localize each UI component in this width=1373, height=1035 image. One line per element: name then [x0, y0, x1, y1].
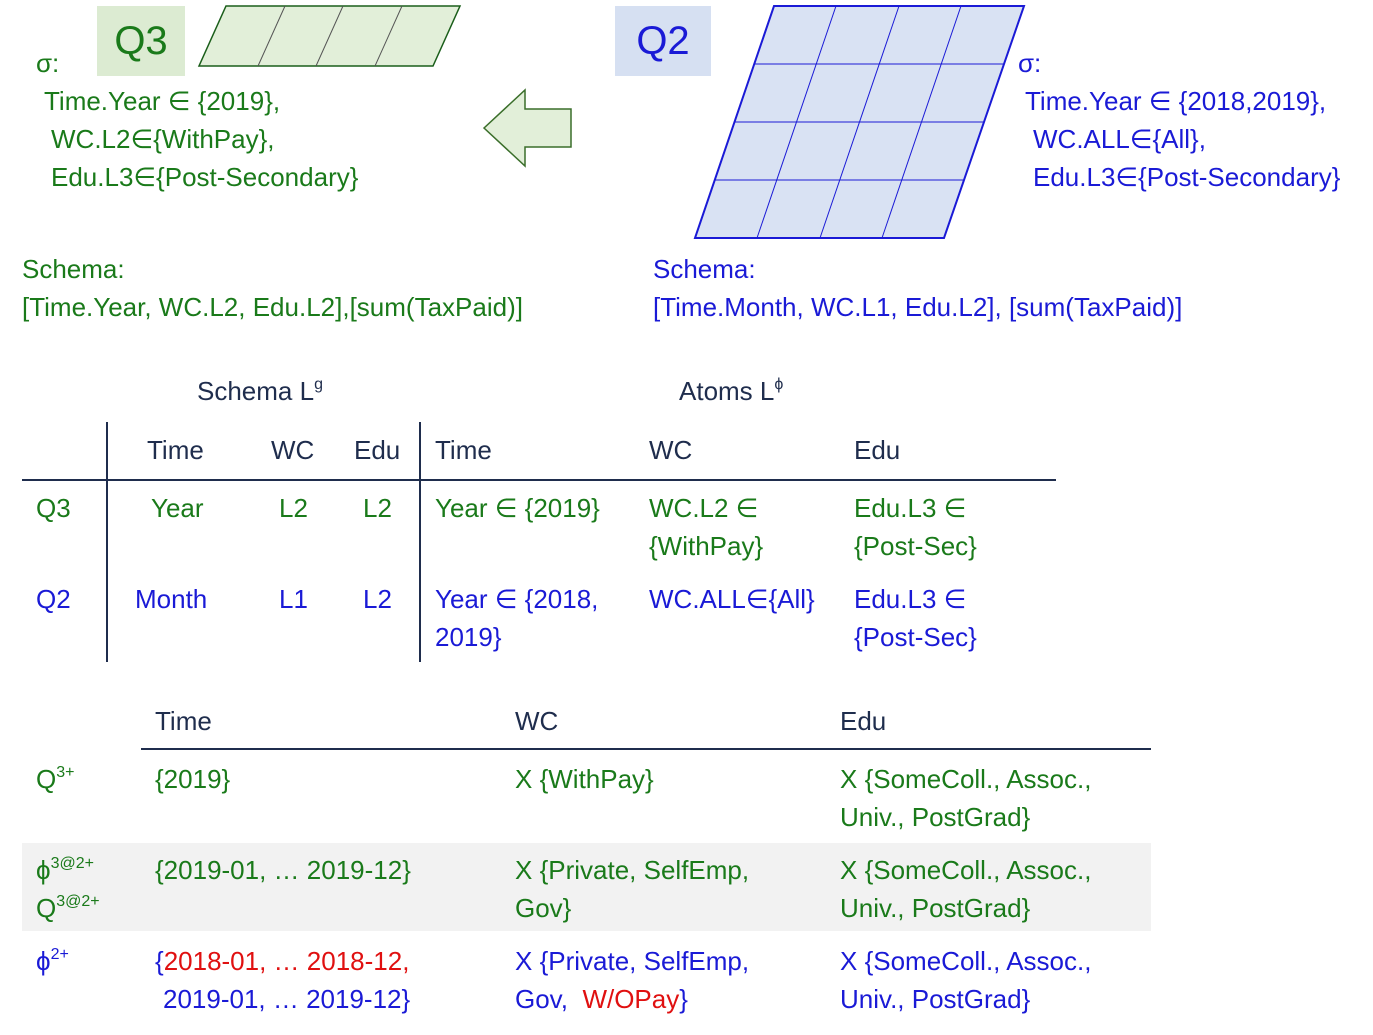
table1-header-atom-wc: WC	[649, 435, 693, 465]
table1-row-q2-label: Q2	[36, 584, 71, 614]
q2-badge: Q2	[615, 6, 711, 76]
q2-schema-value: [Time.Month, WC.L1, Edu.L2], [sum(TaxPai…	[653, 292, 1183, 322]
q3-condition-wc: WC.L2∈{WithPay},	[51, 124, 275, 154]
table2-row3-time-line2: 2019-01, … 2019-12}	[163, 984, 411, 1014]
table1-group-atoms: Atoms Lϕ	[679, 376, 784, 406]
table2-header-rule	[141, 748, 1151, 750]
q2-condition-time: Time.Year ∈ {2018,2019},	[1025, 86, 1327, 116]
table1-row-q2-atom-edu-line1: Edu.L3 ∈	[854, 584, 967, 614]
q3-schema-value: [Time.Year, WC.L2, Edu.L2],[sum(TaxPaid)…	[22, 292, 523, 322]
table1-row-q2-time: Month	[135, 584, 208, 614]
table1-row-q3-edu: L2	[363, 493, 392, 523]
arrow-left-icon	[482, 88, 572, 168]
table1-row-q2-wc: L1	[279, 584, 308, 614]
q2-schema-title: Schema:	[653, 254, 756, 284]
q2-sigma-label: σ:	[1018, 48, 1042, 78]
table2-row3-wc-line2: Gov, W/OPay}	[515, 984, 688, 1014]
table2-header-wc: WC	[515, 706, 559, 736]
table2-row1-edu-line1: X {SomeColl., Assoc.,	[840, 764, 1092, 794]
table2-row3-wc-added: W/OPay	[582, 984, 680, 1014]
table1-header-wc: WC	[271, 435, 315, 465]
q3-condition-edu: Edu.L3∈{Post-Secondary}	[51, 162, 359, 192]
table1-row-q2-atom-time-line2: 2019}	[435, 622, 502, 652]
table2-row2-label2: Q3@2+	[36, 893, 100, 923]
table1-group-schema: Schema Lg	[197, 376, 323, 406]
table1-row-q2-atom-edu-line2: {Post-Sec}	[854, 622, 977, 652]
table1-header-atom-edu: Edu	[854, 435, 901, 465]
table1-header-time: Time	[147, 435, 204, 465]
table1-row-q3-atom-wc-line1: WC.L2 ∈	[649, 493, 759, 523]
table2-row3-time-line1: {2018-01, … 2018-12,	[155, 946, 410, 976]
table2-row3-wc-line1: X {Private, SelfEmp,	[515, 946, 750, 976]
table2-row1-time: {2019}	[155, 764, 231, 794]
table1-row-q2-edu: L2	[363, 584, 392, 614]
table2-row2-shading	[22, 843, 1151, 931]
table1-row-q2-atom-wc: WC.ALL∈{All}	[649, 584, 815, 614]
table2-row3-edu-line1: X {SomeColl., Assoc.,	[840, 946, 1092, 976]
table1-divider-left	[106, 422, 108, 662]
table1-row-q3-atom-time: Year ∈ {2019}	[435, 493, 600, 523]
q3-schema-title: Schema:	[22, 254, 125, 284]
table1-header-edu: Edu	[354, 435, 401, 465]
q3-sigma-label: σ:	[36, 48, 60, 78]
table2-row3-edu-line2: Univ., PostGrad}	[840, 984, 1031, 1014]
table2-row2-wc-line1: X {Private, SelfEmp,	[515, 855, 750, 885]
table2-row1-wc: X {WithPay}	[515, 764, 654, 794]
table2-row3-time-added: 2018-01, … 2018-12,	[163, 946, 410, 976]
q3-condition-time: Time.Year ∈ {2019},	[44, 86, 281, 116]
table2-header-edu: Edu	[840, 706, 887, 736]
table2-row2-edu-line1: X {SomeColl., Assoc.,	[840, 855, 1092, 885]
table1-divider-mid	[419, 422, 421, 662]
q3-badge: Q3	[97, 6, 185, 76]
table1-row-q3-atom-edu-line1: Edu.L3 ∈	[854, 493, 967, 523]
table2-row3-label: ϕ2+	[36, 946, 69, 976]
table1-row-q3-time: Year	[151, 493, 204, 523]
table1-row-q3-atom-wc-line2: {WithPay}	[649, 531, 764, 561]
table2-row1-edu-line2: Univ., PostGrad}	[840, 802, 1031, 832]
table2-row2-edu-line2: Univ., PostGrad}	[840, 893, 1031, 923]
table1-header-rule	[22, 479, 1056, 481]
table1-row-q2-atom-time-line1: Year ∈ {2018,	[435, 584, 599, 614]
table1-row-q3-wc: L2	[279, 493, 308, 523]
q3-cube-shape	[197, 5, 462, 67]
table2-row2-wc-line2: Gov}	[515, 893, 572, 923]
q2-condition-wc: WC.ALL∈{All},	[1033, 124, 1206, 154]
table1-row-q3-atom-edu-line2: {Post-Sec}	[854, 531, 977, 561]
table2-header-time: Time	[155, 706, 212, 736]
q2-cube-shape	[693, 5, 1026, 239]
table1-header-atom-time: Time	[435, 435, 492, 465]
table2-row2-label1: ϕ3@2+	[36, 855, 94, 885]
table2-row2-time: {2019-01, … 2019-12}	[155, 855, 411, 885]
q2-condition-edu: Edu.L3∈{Post-Secondary}	[1033, 162, 1341, 192]
table2-row1-label: Q3+	[36, 764, 75, 794]
table1-row-q3-label: Q3	[36, 493, 71, 523]
